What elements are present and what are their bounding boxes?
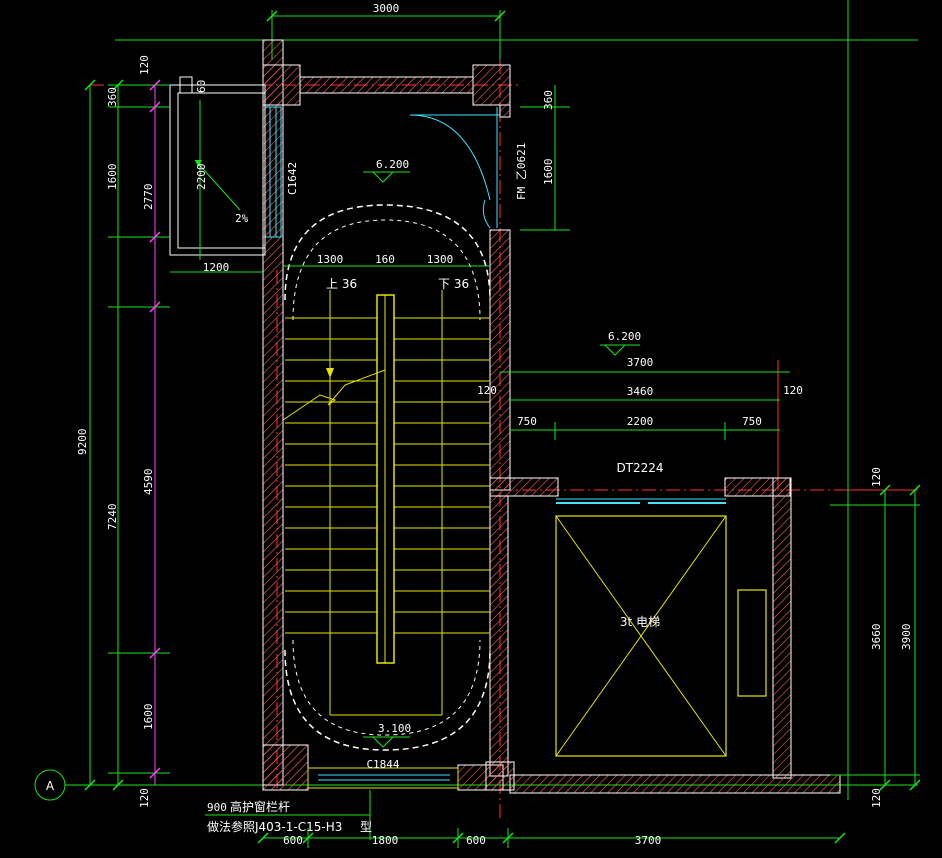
dim-1200: 1200 (203, 261, 230, 274)
dim-right-3660: 3660 (870, 624, 883, 651)
dim-bot-3700: 3700 (635, 834, 662, 847)
dim-window-2200: 2200 (195, 164, 208, 191)
dim-120-bottom: 120 (138, 788, 151, 808)
type-label: 型 (360, 820, 372, 834)
dimension-lines (89, 15, 920, 848)
dim-right-120-top: 120 (870, 467, 883, 487)
slope-2pct: 2% (235, 212, 249, 225)
stair (282, 204, 491, 751)
window-c1642-label: C1642 (286, 162, 299, 195)
dim-2770: 2770 (142, 184, 155, 211)
level-elev-label: 6.200 (608, 330, 641, 343)
elevator-name: 3t 电梯 (620, 615, 660, 629)
door-fm-label: FM 乙0621 (515, 143, 528, 200)
elevator-car (555, 498, 767, 757)
stair-down-label: 下 36 (438, 277, 469, 291)
dim-stair-1300-r: 1300 (427, 253, 454, 266)
dim-360: 360 (106, 87, 119, 107)
dim-right-360: 360 (542, 90, 555, 110)
window-c1844 (307, 767, 459, 789)
dim-right-3900: 3900 (900, 624, 913, 651)
level-markers (363, 171, 640, 748)
dim-bot-1800: 1800 (372, 834, 399, 847)
ref-note: 做法参照J403-1-C15-H3 (207, 819, 342, 834)
dimension-ticks (149, 79, 161, 779)
dim-elev-2200: 2200 (627, 415, 654, 428)
dim-120-top: 120 (138, 55, 151, 75)
dim-bot-900: 900 (207, 801, 227, 814)
elevator-code: DT2224 (616, 461, 663, 475)
dim-bot-600-l: 600 (283, 834, 303, 847)
railing-label: 高护窗栏杆 (230, 799, 290, 814)
window-c1844-label: C1844 (366, 758, 399, 771)
dim-stair-1300-l: 1300 (317, 253, 344, 266)
dim-1600-bottom: 1600 (142, 704, 155, 731)
dim-7240: 7240 (106, 504, 119, 531)
dim-stair-160: 160 (375, 253, 395, 266)
dim-elev-750-r: 750 (742, 415, 762, 428)
axis-bubble-a: A (34, 769, 90, 801)
level-top-label: 6.200 (376, 158, 409, 171)
dim-elev-750-l: 750 (517, 415, 537, 428)
dim-1600-top: 1600 (106, 164, 119, 191)
stair-treads (285, 317, 490, 634)
walls (262, 39, 841, 794)
dim-4590: 4590 (142, 469, 155, 496)
level-bottom-label: 3.100 (378, 722, 411, 735)
axis-label-a: A (46, 779, 55, 793)
dim-elev-120-r: 120 (783, 384, 803, 397)
dim-top-width: 3000 (373, 2, 400, 15)
door-fm (409, 107, 500, 229)
dim-right-120-bottom: 120 (870, 788, 883, 808)
balcony-box (169, 76, 266, 256)
stair-up-label: 上 36 (326, 277, 357, 291)
dim-elev-3460: 3460 (627, 385, 654, 398)
dim-bot-600-r: 600 (466, 834, 486, 847)
dim-9200: 9200 (76, 429, 89, 456)
dim-right-1600: 1600 (542, 159, 555, 186)
dim-window-60: 60 (195, 80, 208, 93)
dim-elev-3700: 3700 (627, 356, 654, 369)
dim-elev-120-l: 120 (477, 384, 497, 397)
